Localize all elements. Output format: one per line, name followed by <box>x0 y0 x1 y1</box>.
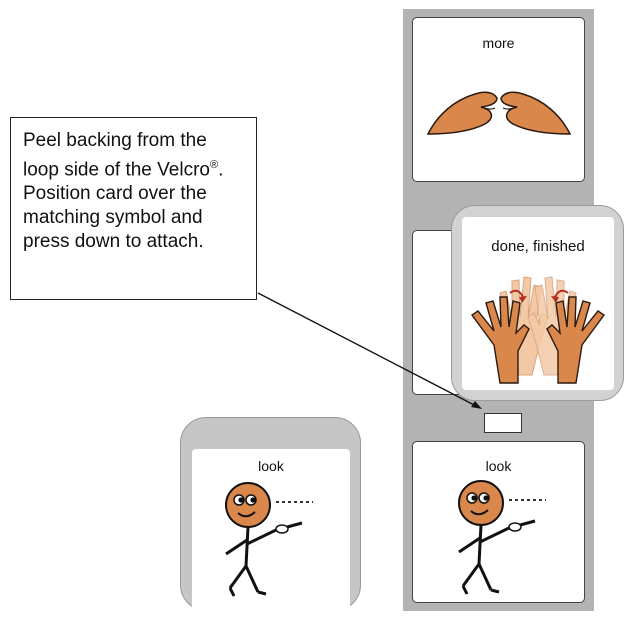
loose-card-face: look <box>192 449 350 619</box>
instruction-line-5: press down to attach. <box>23 231 204 253</box>
strip-card-more[interactable]: more <box>412 17 585 182</box>
loose-card-label-look: look <box>258 458 284 474</box>
registered-mark: ® <box>209 159 219 171</box>
instruction-line-2: loop side of the Velcro®. <box>23 153 246 182</box>
done-finished-sign-icon <box>471 276 605 384</box>
card-label-look: look <box>485 458 512 474</box>
instruction-line-1: Peel backing from the <box>23 130 207 151</box>
instruction-line-3: Position card over the <box>23 183 207 205</box>
instruction-line-2-text: loop side of the Velcro <box>23 159 210 181</box>
floating-card-face: done, finished <box>462 217 614 390</box>
floating-card-done-finished[interactable]: done, finished <box>451 205 624 401</box>
card-label-done-finished: done, finished <box>491 238 585 255</box>
more-sign-icon <box>426 91 572 135</box>
look-person-icon <box>225 482 313 597</box>
card-label-more: more <box>482 35 515 51</box>
strip-card-look[interactable]: look <box>412 441 585 603</box>
look-person-icon <box>458 480 546 595</box>
instruction-line-2-period: . <box>218 159 224 181</box>
loose-card-look[interactable]: look <box>180 417 361 619</box>
instruction-line-4: matching symbol and <box>23 207 203 229</box>
instruction-callout: Peel backing from the loop side of the V… <box>10 117 257 300</box>
velcro-dot <box>484 413 522 433</box>
